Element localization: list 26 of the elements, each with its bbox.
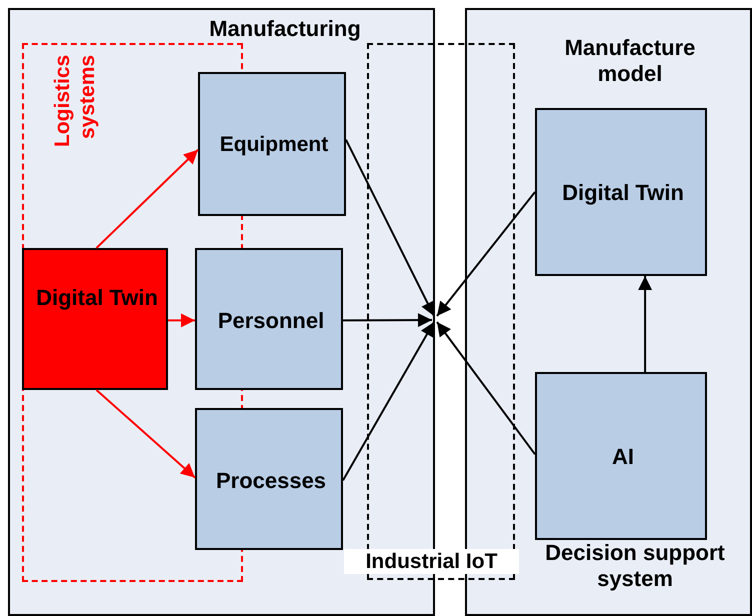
node-label: Personnel (216, 308, 326, 334)
section-label: Manufacture model (564, 35, 696, 88)
section-label: Manufacturing (208, 16, 362, 42)
arrow (343, 313, 432, 328)
node-label: Equipment (218, 132, 330, 158)
arrow (638, 276, 652, 372)
node-label: Digital Twin (35, 285, 159, 312)
model-panel (465, 8, 752, 616)
arrow (168, 313, 195, 328)
arrow (96, 389, 196, 478)
arrow (436, 321, 536, 455)
ai-box (535, 372, 707, 540)
personnel-box (195, 248, 343, 390)
section-label: Decision support system (544, 540, 726, 593)
arrow (96, 149, 199, 249)
equipment-box (198, 72, 346, 216)
node-label: Digital Twin (561, 180, 685, 206)
node-label: Processes (214, 468, 328, 494)
node-label: AI (611, 444, 635, 470)
processes-box (195, 408, 343, 550)
arrow (342, 322, 435, 481)
section-label: Industrial IoT (344, 549, 519, 574)
area-label: Logistics systems (50, 55, 100, 150)
digital-twin-box (22, 248, 168, 390)
digital-twin-box (535, 108, 707, 276)
arrow (345, 139, 435, 316)
